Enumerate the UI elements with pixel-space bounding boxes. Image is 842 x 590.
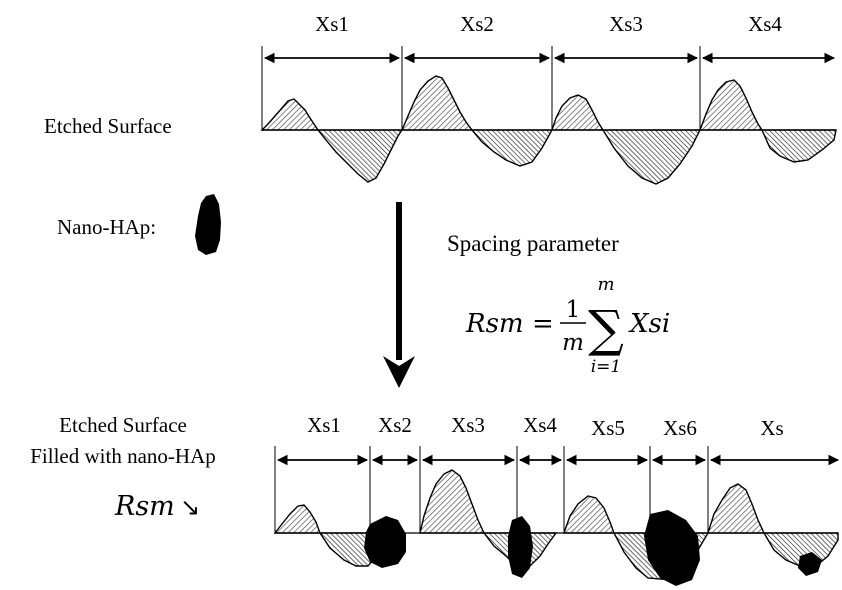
top-valley <box>601 129 702 185</box>
bottom-segment-label: Xs <box>760 416 783 440</box>
rsm-decrease-indicator: Rsm ↘ <box>114 491 200 522</box>
bottom-peak <box>707 483 766 534</box>
bottom-segment-label: Xs2 <box>378 413 412 437</box>
bottom-peak <box>419 469 486 534</box>
bottom-peak <box>563 495 615 534</box>
rsm-formula: Rsm = 1 m ∑ m i=1 Xsi <box>465 274 670 377</box>
rsm-symbol: Rsm <box>114 491 175 522</box>
formula-lhs: Rsm <box>465 309 524 339</box>
formula-equals: = <box>532 309 554 339</box>
formula-denominator: m <box>562 330 584 356</box>
nano-hap-particle-icon <box>195 194 221 255</box>
bottom-surface-label-line2: Filled with nano-HAp <box>30 444 215 468</box>
sum-upper-limit: m <box>597 274 614 295</box>
bottom-peak <box>273 504 321 534</box>
top-surface-label: Etched Surface <box>44 114 172 138</box>
top-peak <box>551 94 605 131</box>
bottom-segment-label: Xs5 <box>591 416 625 440</box>
formula-numerator: 1 <box>566 297 581 323</box>
top-valley <box>760 129 837 163</box>
formula-term: Xsi <box>628 309 670 339</box>
top-peak <box>260 98 320 131</box>
top-peak <box>698 79 764 131</box>
bottom-surface-profile <box>273 446 840 586</box>
nano-hap-particle-icon <box>364 516 406 568</box>
top-surface-profile <box>260 46 837 185</box>
formula-title: Spacing parameter <box>447 231 619 256</box>
sum-lower-limit: i=1 <box>591 357 622 377</box>
top-segment-label: Xs3 <box>609 12 643 36</box>
top-valley <box>316 129 404 183</box>
nano-hap-legend-label: Nano-HAp: <box>57 215 156 239</box>
bottom-segment-label: Xs1 <box>307 413 341 437</box>
bottom-surface-label-line1: Etched Surface <box>59 413 187 437</box>
sigma-symbol: ∑ <box>588 300 624 358</box>
bottom-segment-label: Xs3 <box>451 413 485 437</box>
top-segment-label: Xs4 <box>748 12 782 36</box>
nano-hap-particle-icon <box>798 552 822 576</box>
bottom-segment-label: Xs6 <box>663 416 697 440</box>
top-segment-label: Xs1 <box>315 12 349 36</box>
bottom-segment-label: Xs4 <box>523 413 557 437</box>
nano-hap-particle-icon <box>644 510 700 586</box>
top-segment-label: Xs2 <box>460 12 494 36</box>
top-valley <box>470 129 554 167</box>
transition-arrow <box>383 202 415 388</box>
top-peak <box>400 75 474 131</box>
decrease-arrow-icon: ↘ <box>180 493 200 521</box>
nano-hap-particle-icon <box>508 516 533 578</box>
